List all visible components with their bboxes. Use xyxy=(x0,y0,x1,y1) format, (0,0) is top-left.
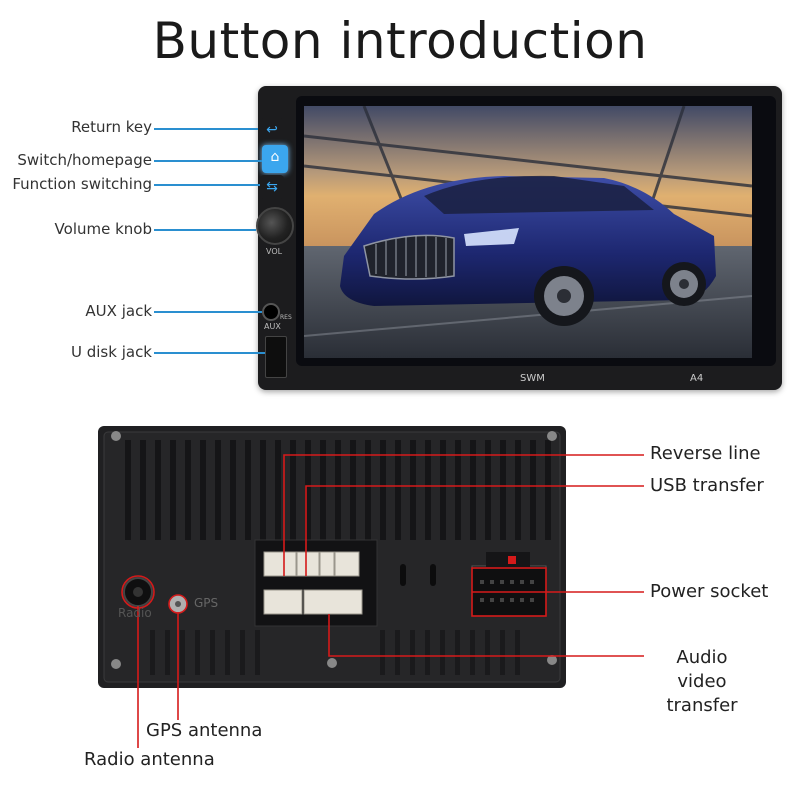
label-function-switching: Function switching xyxy=(12,175,152,193)
brand-right-print: A4 xyxy=(690,373,704,384)
leader-switch-homepage xyxy=(154,160,262,162)
label-radio-antenna: Radio antenna xyxy=(84,749,215,770)
home-icon: ⌂ xyxy=(270,149,280,165)
screen-wallpaper xyxy=(304,106,752,358)
label-reverse-line: Reverse line xyxy=(650,443,761,464)
label-u-disk-jack: U disk jack xyxy=(71,343,152,361)
label-audio-video-transfer: Audio video transfer xyxy=(666,647,738,716)
label-power-socket: Power socket xyxy=(650,581,769,602)
label-switch-homepage: Switch/homepage xyxy=(17,151,152,169)
leader-u-disk-jack xyxy=(154,352,265,354)
aux-print: AUX xyxy=(264,322,281,331)
label-usb-transfer: USB transfer xyxy=(650,475,764,496)
label-aux-jack: AUX jack xyxy=(85,302,152,320)
brand-left-print: SWM xyxy=(520,373,545,384)
touch-screen[interactable] xyxy=(296,96,776,366)
home-button[interactable]: ⌂ xyxy=(262,145,288,173)
aux-jack[interactable] xyxy=(262,303,280,321)
switch-icon: ⇆ xyxy=(266,179,278,195)
label-volume-knob: Volume knob xyxy=(54,220,152,238)
leader-volume-knob xyxy=(154,229,256,231)
page-title: Button introduction xyxy=(152,12,648,70)
label-gps-antenna: GPS antenna xyxy=(146,720,263,741)
function-switch-button[interactable]: ⇆ xyxy=(260,175,284,199)
label-return-key: Return key xyxy=(71,118,152,136)
car-illustration xyxy=(304,106,752,358)
radio-print: Radio xyxy=(118,606,152,620)
leader-aux-jack xyxy=(154,311,262,313)
vol-print: VOL xyxy=(266,247,283,256)
res-print: RES xyxy=(280,314,292,321)
volume-knob[interactable] xyxy=(256,207,294,245)
return-icon: ↩ xyxy=(266,122,278,138)
leader-return-key xyxy=(154,128,258,130)
gps-print: GPS xyxy=(194,596,219,610)
return-button[interactable]: ↩ xyxy=(260,118,284,142)
leader-function-switching xyxy=(154,184,260,186)
usb-port[interactable] xyxy=(265,336,287,378)
